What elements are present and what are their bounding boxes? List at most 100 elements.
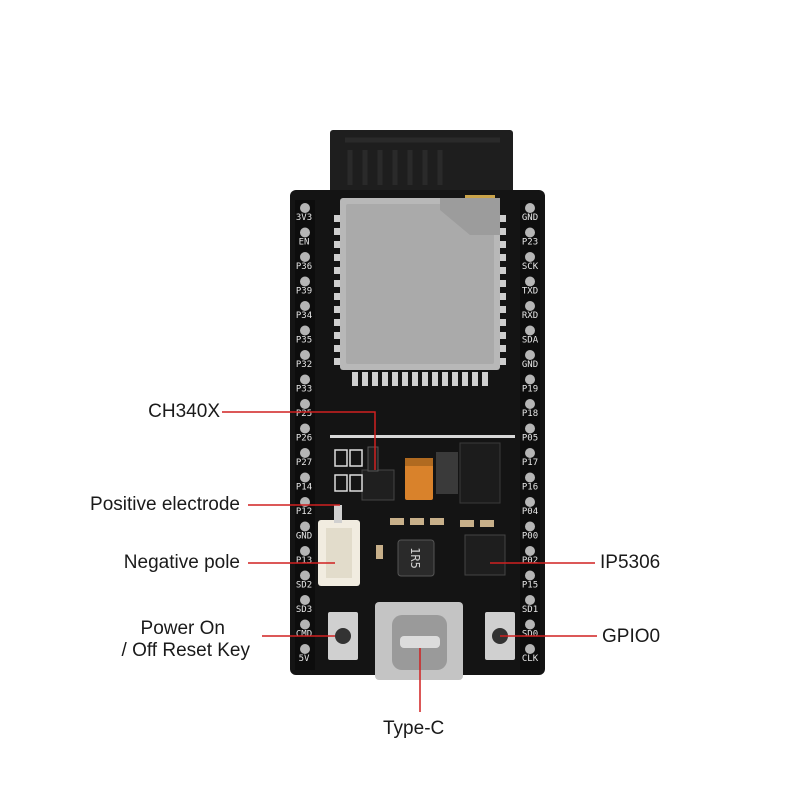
left-pin-labels: 3V3ENP36P39P34P35P32P33P25P26P27P14P12GN… [296,213,312,664]
module-side-pad [334,306,340,313]
module-bottom-pad [452,372,458,386]
right-pin-pad [525,252,535,262]
label-ch340x: CH340X [148,401,220,422]
left-pin-label: GND [296,532,312,542]
module-side-pad [500,267,506,274]
left-pin-label: P26 [296,434,312,444]
left-pin-pad [300,521,310,532]
right-pin-label: SD0 [522,630,538,640]
callout-lines [222,411,597,712]
left-pin-pad [300,472,310,483]
module-side-pad [500,241,506,248]
right-pin-label: P16 [522,483,538,493]
right-pin-pad [525,374,535,385]
left-pin-pad [300,399,310,409]
right-pin-label: P15 [522,581,538,591]
led-2 [349,449,363,467]
module-pads [334,215,506,386]
right-pin-label: RXD [522,311,538,321]
right-pin-pad [525,350,535,360]
module-side-pad [334,319,340,326]
left-pin-label: P13 [296,556,312,566]
right-pin-pad [525,644,535,654]
label-ip5306: IP5306 [600,552,661,573]
module-side-pad [500,215,506,222]
right-pin-pad [525,448,535,458]
silkscreen-line [330,435,515,438]
right-header [520,200,540,670]
left-pin-label: CMD [296,630,312,640]
module-side-pad [500,306,506,313]
module-side-pad [334,280,340,287]
left-pin-pad [300,325,310,336]
left-pin-label: P36 [296,262,312,272]
regulator-tab [436,452,458,494]
right-pin-label: P04 [522,507,538,517]
module-side-pad [334,293,340,300]
module-bottom-pad [382,372,388,386]
esp32-module-inner [346,204,494,364]
left-pin-pad [300,546,310,556]
right-pin-pad [525,619,535,630]
right-pin-label: P19 [522,385,538,395]
module-bottom-pad [432,372,438,386]
right-pin-pad [525,497,535,507]
module-bottom-pad [352,372,358,386]
left-pin-pad [300,570,310,581]
module-side-pad [334,228,340,235]
antenna [330,130,513,195]
right-pin-labels: GNDP23SCKTXDRXDSDAGNDP19P18P05P17P16P04P… [522,213,539,664]
left-pin-pad [300,276,310,287]
right-pin-label: P17 [522,458,538,468]
left-pin-label: P39 [296,287,312,297]
usb-c-tongue [400,636,440,648]
right-pin-label: SD1 [522,605,538,615]
module-side-pad [500,358,506,365]
reset-button-cap[interactable] [335,628,351,644]
right-pin-pad [525,399,535,409]
left-pin-label: SD2 [296,581,312,591]
module-bottom-pad [422,372,428,386]
module-bottom-pad [482,372,488,386]
right-pin-pad [525,472,535,483]
left-pin-pad [300,644,310,654]
right-pin-label: P05 [522,434,538,444]
led-3 [334,474,348,492]
right-pin-pad [525,595,535,605]
module-side-pad [334,241,340,248]
shield-corner [440,198,500,235]
module-side-pad [334,215,340,222]
module-bottom-pad [362,372,368,386]
label-type-c: Type-C [383,718,445,739]
left-header [295,200,315,670]
left-pin-pad [300,252,310,262]
right-pin-label: GND [522,360,538,370]
module-bottom-pad [442,372,448,386]
small-resistors [376,518,494,559]
left-pin-pad [300,227,310,238]
ch340x-marker [367,446,379,472]
right-pin-pads [525,203,535,654]
left-pin-label: P35 [296,336,312,346]
left-pin-pad [300,350,310,360]
module-side-pad [334,358,340,365]
module-bottom-pad [412,372,418,386]
left-pin-label: P27 [296,458,312,468]
left-pin-label: P12 [296,507,312,517]
module-side-pad [500,228,506,235]
module-side-pad [500,332,506,339]
jst-pin-positive [334,505,342,523]
module-bottom-pad [372,372,378,386]
module-side-pad [500,293,506,300]
module-bottom-pad [392,372,398,386]
right-pin-pad [525,276,535,287]
led-4 [349,474,363,492]
ip5306-chip [464,534,506,576]
right-pin-pad [525,325,535,336]
right-pin-pad [525,301,535,311]
right-pin-label: SDA [522,336,539,346]
module-side-pad [334,267,340,274]
right-pin-pad [525,423,535,434]
right-pin-pad [525,203,535,213]
